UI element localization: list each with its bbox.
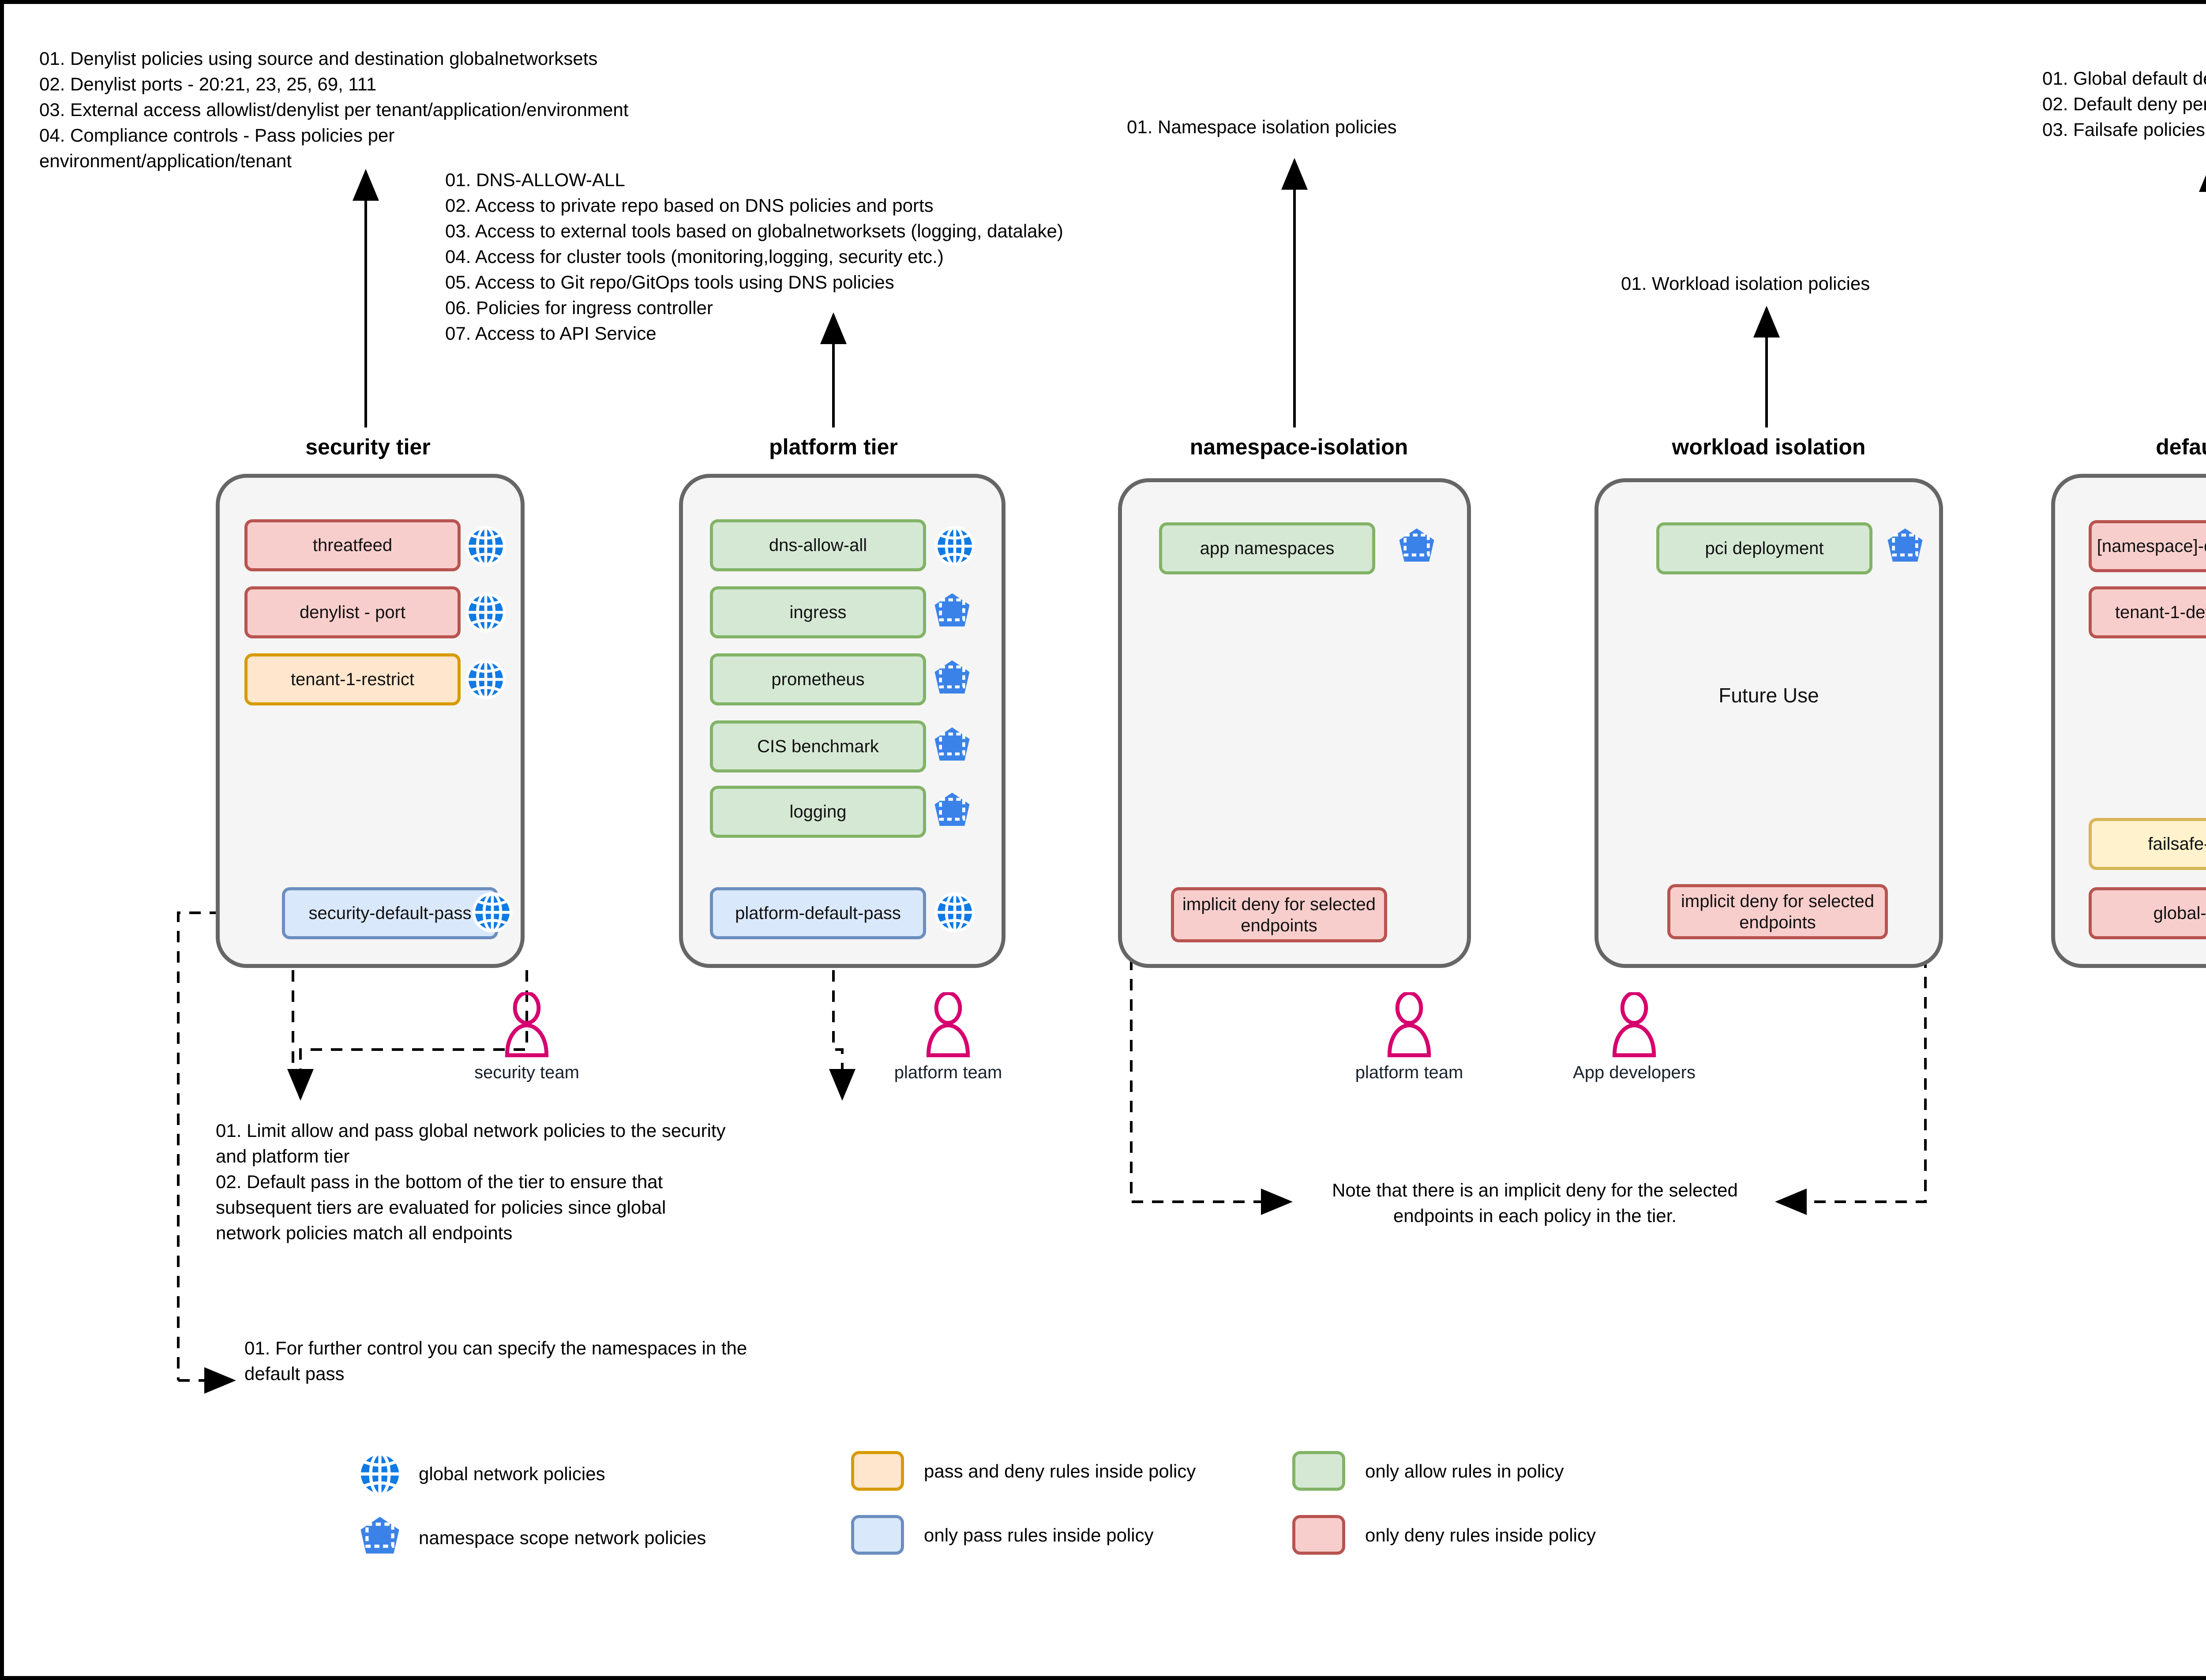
policy-pill-pci-deployment[interactable]: pci deployment <box>1656 522 1872 574</box>
globe-icon <box>465 659 506 700</box>
policy-pill-dns-allow-all[interactable]: dns-allow-all <box>710 519 926 571</box>
tier-column-namespace-isolation: namespace-isolation <box>1125 434 1473 460</box>
namespace-icon <box>931 659 973 700</box>
tier-title: platform tier <box>769 435 898 459</box>
tier-owner-label: platform team <box>1355 1063 1463 1082</box>
policy-pill-tenant-1-restrict[interactable]: tenant-1-restrict <box>244 653 461 705</box>
tier-column-security: security tier <box>214 434 522 460</box>
legend-swatch-allow <box>1292 1451 1345 1491</box>
policy-pill-implicit-deny-workload[interactable]: implicit deny for selected endpoints <box>1667 884 1888 939</box>
platform-tier-note: 01. DNS-ALLOW-ALL 02. Access to private … <box>445 169 1063 344</box>
globe-icon <box>465 525 506 567</box>
tier-title: workload isolation <box>1672 435 1866 459</box>
tier-owner-label: App developers <box>1573 1063 1696 1082</box>
namespace-icon <box>931 592 973 633</box>
tier-owner-label: platform team <box>894 1063 1002 1082</box>
tier-column-default: default tier <box>2053 434 2206 460</box>
person-icon <box>1385 992 1433 1058</box>
policy-pill-failsafe-allow[interactable]: failsafe-allow <box>2089 818 2206 870</box>
policy-pill-namespace-default-deny[interactable]: [namespace]-default-deny <box>2089 520 2206 572</box>
policy-pill-tenant-1-default-deny[interactable]: tenant-1-default-deny <box>2089 586 2206 638</box>
globe-icon <box>472 892 513 933</box>
legend-swatch-passdeny <box>851 1451 904 1491</box>
namespace-icon <box>1396 527 1437 568</box>
namespace-isolation-note: 01. Namespace isolation policies <box>1127 116 1397 137</box>
tier-owner-label: security team <box>474 1063 579 1082</box>
policy-pill-app-namespaces[interactable]: app namespaces <box>1159 522 1375 574</box>
legend-label: namespace scope network policies <box>419 1527 706 1548</box>
legend: global network policies namespace scope … <box>339 1451 1707 1605</box>
policy-pill-threatfeed[interactable]: threatfeed <box>244 519 461 571</box>
default-tier-note: 01. Global default deny 02. Default deny… <box>2042 68 2206 140</box>
tier-title: security tier <box>305 435 431 459</box>
further-control-note: 01. For further control you can specify … <box>244 1338 747 1384</box>
policy-pill-implicit-deny-namespace[interactable]: implicit deny for selected endpoints <box>1171 887 1387 942</box>
legend-label: only allow rules in policy <box>1365 1461 1564 1481</box>
tier-column-workload-isolation: workload isolation <box>1594 434 1943 460</box>
legend-swatch-pass <box>851 1515 904 1555</box>
person-icon <box>1610 992 1658 1058</box>
globe-icon <box>357 1451 403 1497</box>
globe-icon <box>934 892 975 933</box>
policy-pill-global-deny[interactable]: global-deny <box>2089 887 2206 939</box>
globe-icon <box>934 525 975 567</box>
namespace-icon <box>1884 527 1926 568</box>
policy-pill-platform-default-pass[interactable]: platform-default-pass <box>710 887 926 939</box>
person-icon <box>503 992 551 1058</box>
policy-pill-denylist-port[interactable]: denylist - port <box>244 586 461 638</box>
implicit-deny-note: Note that there is an implicit deny for … <box>1332 1180 1738 1226</box>
placeholder-future-use: Future Use <box>1718 684 1819 707</box>
workload-isolation-note: 01. Workload isolation policies <box>1621 273 1870 294</box>
namespace-icon <box>357 1515 403 1561</box>
policy-pill-logging[interactable]: logging <box>710 786 926 838</box>
tier-title: namespace-isolation <box>1189 435 1408 459</box>
policy-pill-cis-benchmark[interactable]: CIS benchmark <box>710 720 926 772</box>
namespace-icon <box>931 726 973 767</box>
tier-column-platform: platform tier <box>679 434 988 460</box>
legend-label: pass and deny rules inside policy <box>924 1461 1196 1481</box>
legend-label: only deny rules inside policy <box>1365 1525 1596 1545</box>
globe-icon <box>465 592 506 633</box>
legend-label: global network policies <box>419 1463 605 1484</box>
person-icon <box>924 992 972 1058</box>
policy-pill-ingress[interactable]: ingress <box>710 586 926 638</box>
tier-title: default tier <box>2156 435 2206 459</box>
policy-pill-prometheus[interactable]: prometheus <box>710 653 926 705</box>
legend-swatch-deny <box>1292 1515 1345 1555</box>
namespace-icon <box>931 791 973 832</box>
bottom-left-note: 01. Limit allow and pass global network … <box>216 1120 726 1243</box>
policy-pill-security-default-pass[interactable]: security-default-pass <box>282 887 498 939</box>
legend-label: only pass rules inside policy <box>924 1525 1154 1545</box>
security-tier-note: 01. Denylist policies using source and d… <box>39 48 629 171</box>
